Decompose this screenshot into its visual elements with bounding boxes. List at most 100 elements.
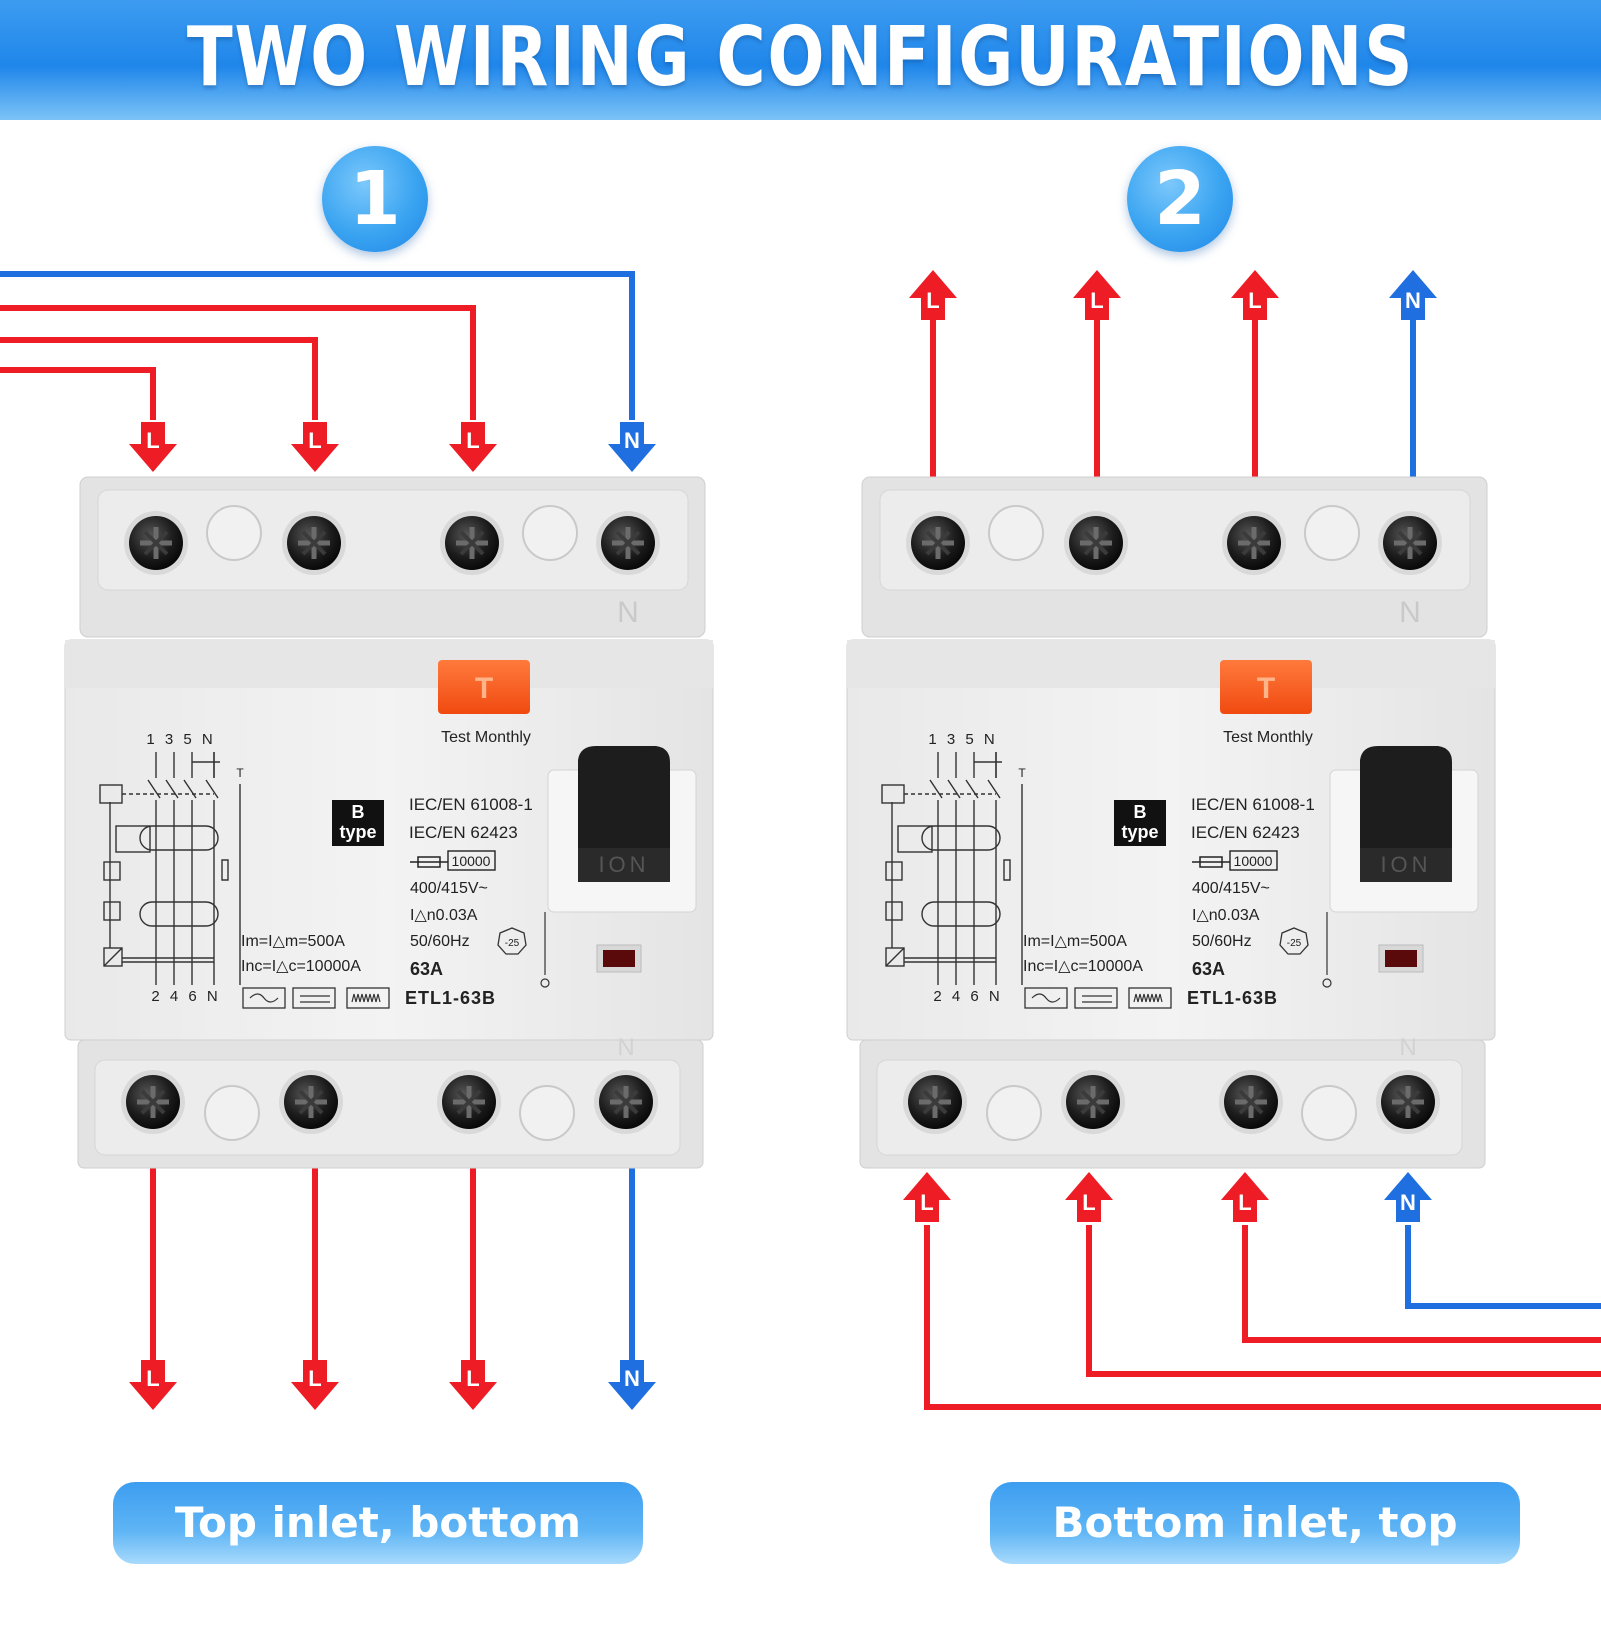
arrow-head (1065, 1172, 1113, 1222)
device-upper-band (847, 640, 1495, 688)
test-button-letter: T (1257, 672, 1275, 705)
arrow-head (1389, 270, 1437, 320)
bottom-terminal-screw-4 (594, 1070, 658, 1134)
waveform-symbol-2 (1082, 995, 1112, 1003)
screw-slot-diagonal (459, 530, 485, 556)
waveform-symbol-1 (1031, 993, 1061, 1003)
schematic-detector (885, 861, 903, 881)
config-1-inlet-wire-l1 (0, 367, 156, 420)
schematic-contact (147, 779, 161, 799)
schematic-neutral-bridge (974, 752, 1002, 778)
line-label: L (466, 1366, 479, 1391)
im-rating: Im=I△m=500A (1023, 933, 1127, 950)
top-terminal-plug-2 (522, 505, 578, 561)
fuse-icon (410, 856, 448, 868)
b-type-badge (332, 800, 384, 846)
line-label: L (466, 428, 479, 453)
config-1-outlet-arrow-n: N (608, 1360, 656, 1410)
neutral-label: N (624, 428, 640, 453)
top-terminal-screw-4 (1378, 511, 1442, 575)
schematic-filter (103, 901, 121, 921)
config-2-inlet-wire-l3 (1242, 1225, 1601, 1343)
bottom-terminal-screw-1 (903, 1070, 967, 1134)
config-2-inlet-wire-n (1405, 1225, 1601, 1309)
top-terminal-screw-2 (282, 511, 346, 575)
schematic-contact (965, 779, 979, 799)
test-monthly-label: Test Monthly (1223, 729, 1313, 746)
inc-rating: Inc=I△c=10000A (1023, 958, 1143, 975)
bottom-terminal-plug-2 (1301, 1085, 1357, 1141)
frequency: 50/60Hz (1192, 933, 1252, 950)
schematic-relay (115, 825, 151, 853)
bottom-terminal-numbers: 2 4 6 N (151, 988, 220, 1005)
top-terminal-screw-2 (1064, 511, 1128, 575)
breaking-capacity-box (447, 850, 496, 871)
breaking-capacity: 10000 (452, 853, 491, 869)
neutral-label: N (1400, 1190, 1416, 1215)
breaking-capacity-box (1229, 850, 1278, 871)
config-1-outlet-arrow-l2: L (291, 1360, 339, 1410)
arrow-head (1073, 270, 1121, 320)
toggle-lever-front (578, 848, 670, 882)
line-label: L (920, 1190, 933, 1215)
schematic-supply-diag (885, 947, 905, 967)
schematic-wires (904, 784, 1023, 985)
standard-2: IEC/EN 62423 (409, 823, 518, 842)
waveform-symbol-3 (351, 993, 381, 1003)
config-1-inlet-wire-l2 (0, 337, 318, 420)
schematic-detector (103, 861, 121, 881)
page-title: TWO WIRING CONFIGURATIONS (186, 10, 1415, 105)
bottom-terminal-screw-3 (1219, 1070, 1283, 1134)
arrow-head (608, 422, 656, 472)
trip-indicator-window (603, 950, 635, 967)
top-terminal-plug-1 (988, 505, 1044, 561)
screw-slot-diagonal (1397, 530, 1423, 556)
standard-1: IEC/EN 61008-1 (409, 795, 533, 814)
config-1-inlet-wire-n (0, 271, 635, 420)
breaking-capacity: 10000 (1234, 853, 1273, 869)
bottom-terminal-screw-1 (121, 1070, 185, 1134)
test-monthly-label: Test Monthly (441, 729, 531, 746)
trip-indicator-window (1385, 950, 1417, 967)
config-1-outlet-arrow-l3: L (449, 1360, 497, 1410)
line-label: L (1090, 288, 1103, 313)
arrow-head (1384, 1172, 1432, 1222)
waveform-box-1 (1024, 987, 1068, 1009)
config-1-number: 1 (349, 156, 401, 242)
config-2-outlet-arrow-n: N (1389, 270, 1437, 320)
config-1-inlet-wire-l3 (0, 305, 476, 420)
schematic-toroid-2 (921, 901, 1001, 927)
screw-slot-diagonal (298, 1089, 324, 1115)
test-button-letter: T (475, 672, 493, 705)
line-label: L (1238, 1190, 1251, 1215)
config-1-inlet-arrow-l1: L (129, 422, 177, 472)
line-label: L (926, 288, 939, 313)
toggle-lever-front (1360, 848, 1452, 882)
device-upper-band (65, 640, 713, 688)
screw-slot-diagonal (301, 530, 327, 556)
config-1-inlet-arrow-l3: L (449, 422, 497, 472)
line-label: L (308, 428, 321, 453)
config-2-number: 2 (1154, 156, 1206, 242)
line-label: L (1248, 288, 1261, 313)
b-type-badge-word: type (339, 822, 376, 842)
config-2-inlet-wire-l2 (1086, 1225, 1601, 1377)
waveform-symbol-1 (249, 993, 279, 1003)
screw-slot-diagonal (1080, 1089, 1106, 1115)
rated-current: 63A (410, 959, 443, 979)
screw-slot-diagonal (615, 530, 641, 556)
top-terminal-screw-1 (906, 511, 970, 575)
arrow-head (449, 422, 497, 472)
model-number: ETL1-63B (405, 988, 496, 1008)
standard-2: IEC/EN 62423 (1191, 823, 1300, 842)
screw-slot-diagonal (922, 1089, 948, 1115)
schematic-wires (122, 784, 241, 985)
b-type-badge (1114, 800, 1166, 846)
temperature-icon (497, 927, 527, 955)
schematic-contact (947, 779, 961, 799)
